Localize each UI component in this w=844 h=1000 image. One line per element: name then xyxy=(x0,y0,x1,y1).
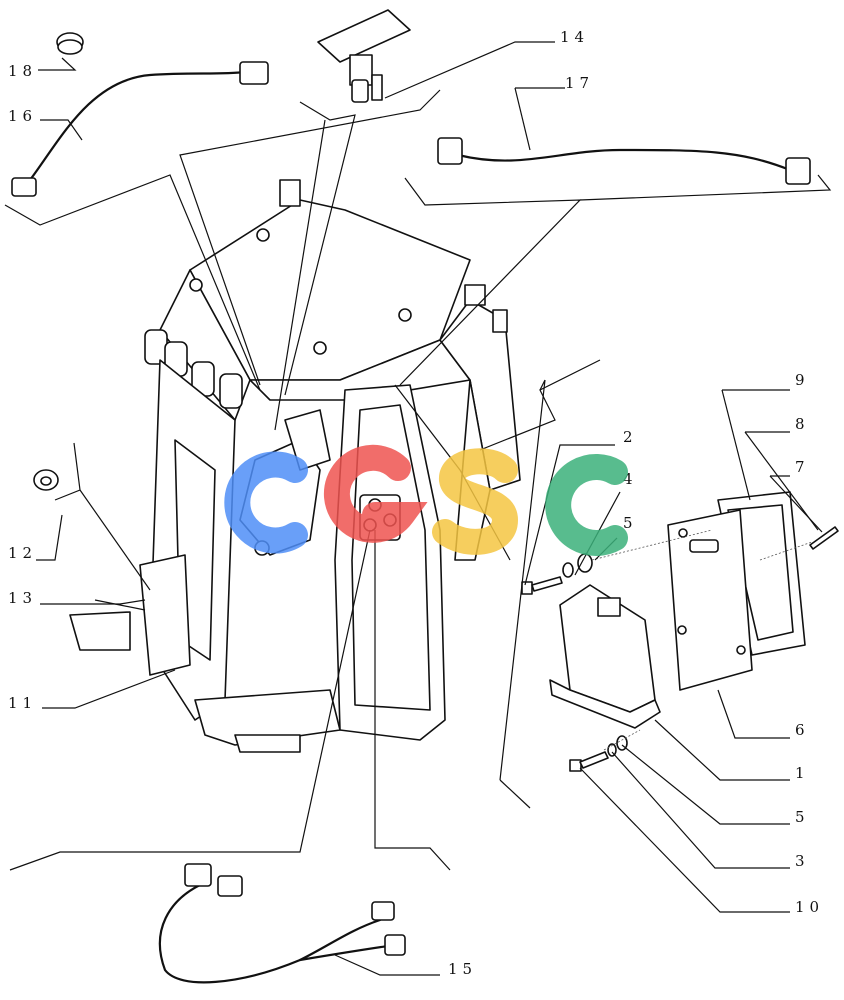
work-lights xyxy=(144,329,243,409)
callout-15: 15 xyxy=(448,960,477,978)
part-15-harness xyxy=(158,863,406,984)
part-16-harness xyxy=(11,61,269,197)
callout-2: 2 xyxy=(623,428,638,446)
callout-10: 10 xyxy=(795,898,824,916)
part-17-harness xyxy=(437,137,811,185)
callout-6: 6 xyxy=(795,721,810,739)
callout-17: 17 xyxy=(565,74,594,92)
part-12-grommet xyxy=(33,469,59,491)
callout-5a: 5 xyxy=(623,514,638,532)
callout-16: 16 xyxy=(8,107,37,125)
callout-9: 9 xyxy=(795,371,810,389)
callout-5b: 5 xyxy=(795,808,810,826)
callout-4: 4 xyxy=(623,470,638,488)
callout-8: 8 xyxy=(795,415,810,433)
callout-14: 14 xyxy=(560,28,589,46)
callout-1: 1 xyxy=(795,764,810,782)
leader-lines xyxy=(4,41,832,976)
part-18-clip xyxy=(56,32,84,55)
callout-11: 11 xyxy=(8,694,37,712)
ecu-assembly xyxy=(521,491,839,772)
callout-13: 13 xyxy=(8,589,37,607)
watermark-letter-c-blue xyxy=(224,451,308,554)
callout-12: 12 xyxy=(8,544,37,562)
watermark-letter-c-green xyxy=(545,454,628,556)
callout-7: 7 xyxy=(795,458,810,476)
watermark-letter-g-red xyxy=(323,444,428,543)
callout-3: 3 xyxy=(795,852,810,870)
callout-18: 18 xyxy=(8,62,37,80)
callout-labels: 14 18 17 16 2 4 5 9 8 7 12 13 11 6 1 5 3… xyxy=(8,28,824,978)
part-14-bracket xyxy=(317,9,411,103)
cgsc-watermark-logo xyxy=(224,444,628,556)
tractor-cab xyxy=(69,179,521,753)
watermark-letter-s-yellow xyxy=(432,448,519,555)
